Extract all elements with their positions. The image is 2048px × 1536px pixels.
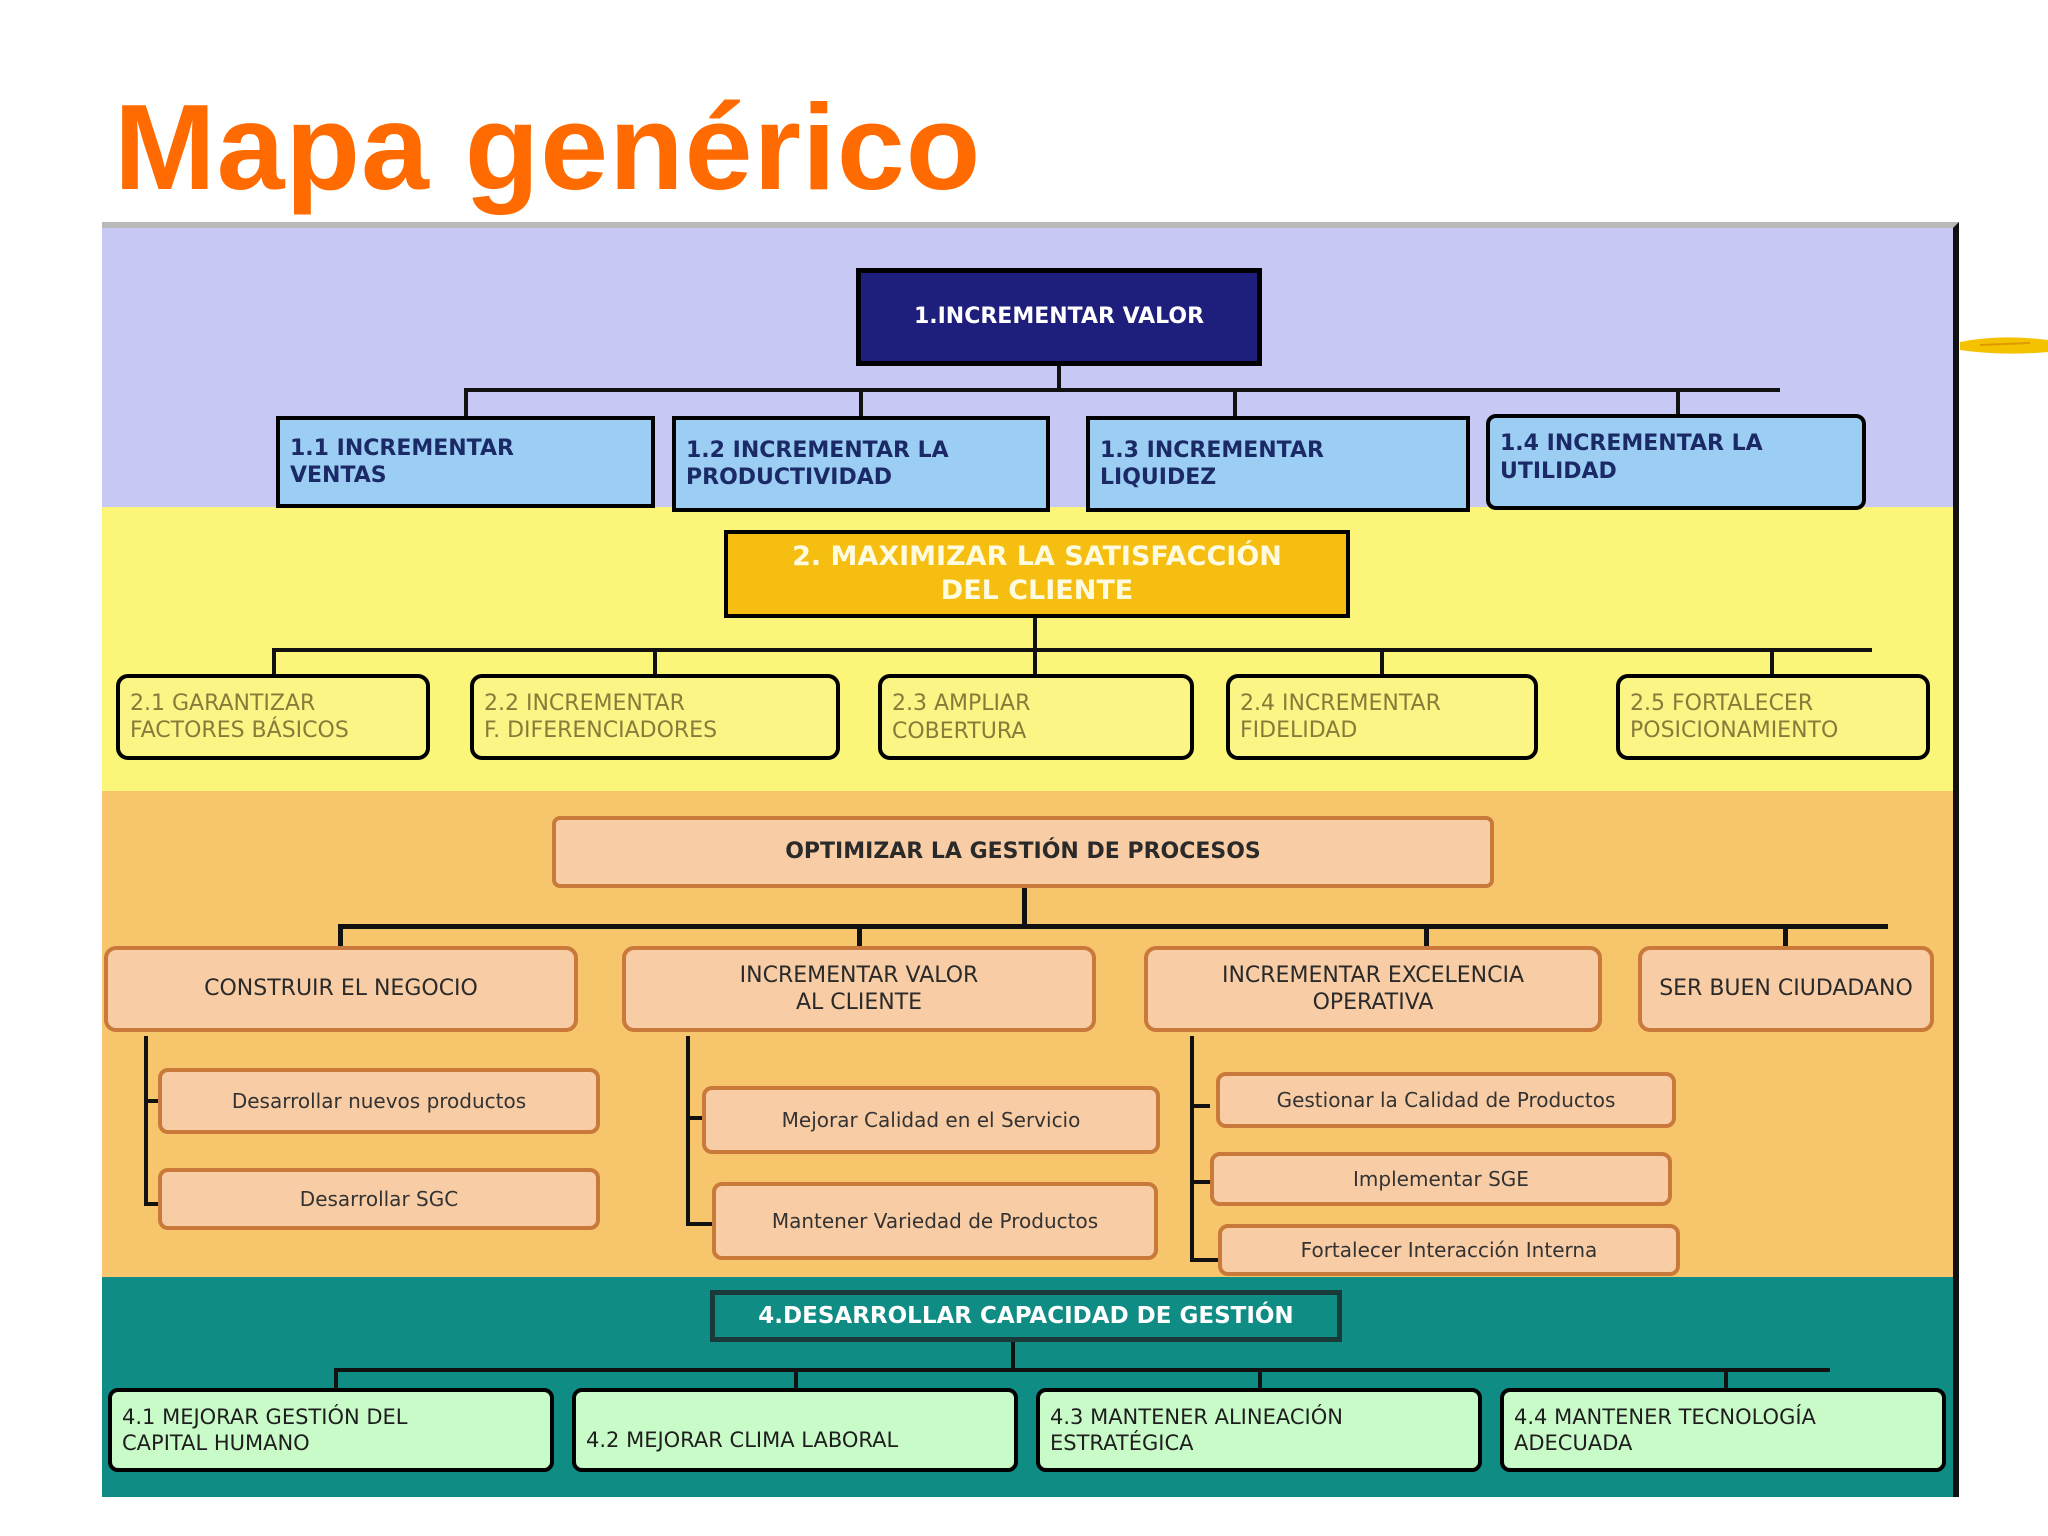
node-2-4: 2.4 INCREMENTAR FIDELIDAD (1226, 674, 1538, 760)
node-4-3: 4.3 MANTENER ALINEACIÓN ESTRATÉGICA (1036, 1388, 1482, 1472)
node-construir-negocio: CONSTRUIR EL NEGOCIO (104, 946, 578, 1032)
node-2-1: 2.1 GARANTIZAR FACTORES BÁSICOS (116, 674, 430, 760)
node-4-2: 4.2 MEJORAR CLIMA LABORAL (572, 1388, 1018, 1472)
leaf-desarrollar-productos: Desarrollar nuevos productos (158, 1068, 600, 1134)
arrow-decoration-icon (1960, 337, 2048, 354)
node-incrementar-valor: 1.INCREMENTAR VALOR (856, 268, 1262, 366)
node-optimizar-procesos: OPTIMIZAR LA GESTIÓN DE PROCESOS (552, 816, 1494, 888)
node-1-4: 1.4 INCREMENTAR LA UTILIDAD (1486, 414, 1866, 510)
node-1-2: 1.2 INCREMENTAR LA PRODUCTIVIDAD (672, 416, 1050, 512)
node-4-1: 4.1 MEJORAR GESTIÓN DEL CAPITAL HUMANO (108, 1388, 554, 1472)
leaf-fortalecer-interaccion: Fortalecer Interacción Interna (1218, 1224, 1680, 1276)
node-2-5: 2.5 FORTALECER POSICIONAMIENTO (1616, 674, 1930, 760)
leaf-desarrollar-sgc: Desarrollar SGC (158, 1168, 600, 1230)
node-2-2: 2.2 INCREMENTAR F. DIFERENCIADORES (470, 674, 840, 760)
page-title: Mapa genérico (114, 79, 982, 215)
node-buen-ciudadano: SER BUEN CIUDADANO (1638, 946, 1934, 1032)
leaf-mejorar-calidad-servicio: Mejorar Calidad en el Servicio (702, 1086, 1160, 1154)
strategy-map-diagram: 1.INCREMENTAR VALOR 1.1 INCREMENTAR VENT… (102, 222, 1959, 1497)
node-4-4: 4.4 MANTENER TECNOLOGÍA ADECUADA (1500, 1388, 1946, 1472)
leaf-implementar-sge: Implementar SGE (1210, 1152, 1672, 1206)
node-2-3: 2.3 AMPLIAR COBERTURA (878, 674, 1194, 760)
node-desarrollar-capacidad: 4.DESARROLLAR CAPACIDAD DE GESTIÓN (710, 1290, 1342, 1342)
node-1-1: 1.1 INCREMENTAR VENTAS (276, 416, 655, 508)
node-incrementar-valor-cliente: INCREMENTAR VALOR AL CLIENTE (622, 946, 1096, 1032)
leaf-mantener-variedad: Mantener Variedad de Productos (712, 1182, 1158, 1260)
node-maximizar-satisfaccion: 2. MAXIMIZAR LA SATISFACCIÓN DEL CLIENTE (724, 530, 1350, 618)
node-excelencia-operativa: INCREMENTAR EXCELENCIA OPERATIVA (1144, 946, 1602, 1032)
leaf-gestionar-calidad: Gestionar la Calidad de Productos (1216, 1072, 1676, 1128)
node-1-3: 1.3 INCREMENTAR LIQUIDEZ (1086, 416, 1470, 512)
